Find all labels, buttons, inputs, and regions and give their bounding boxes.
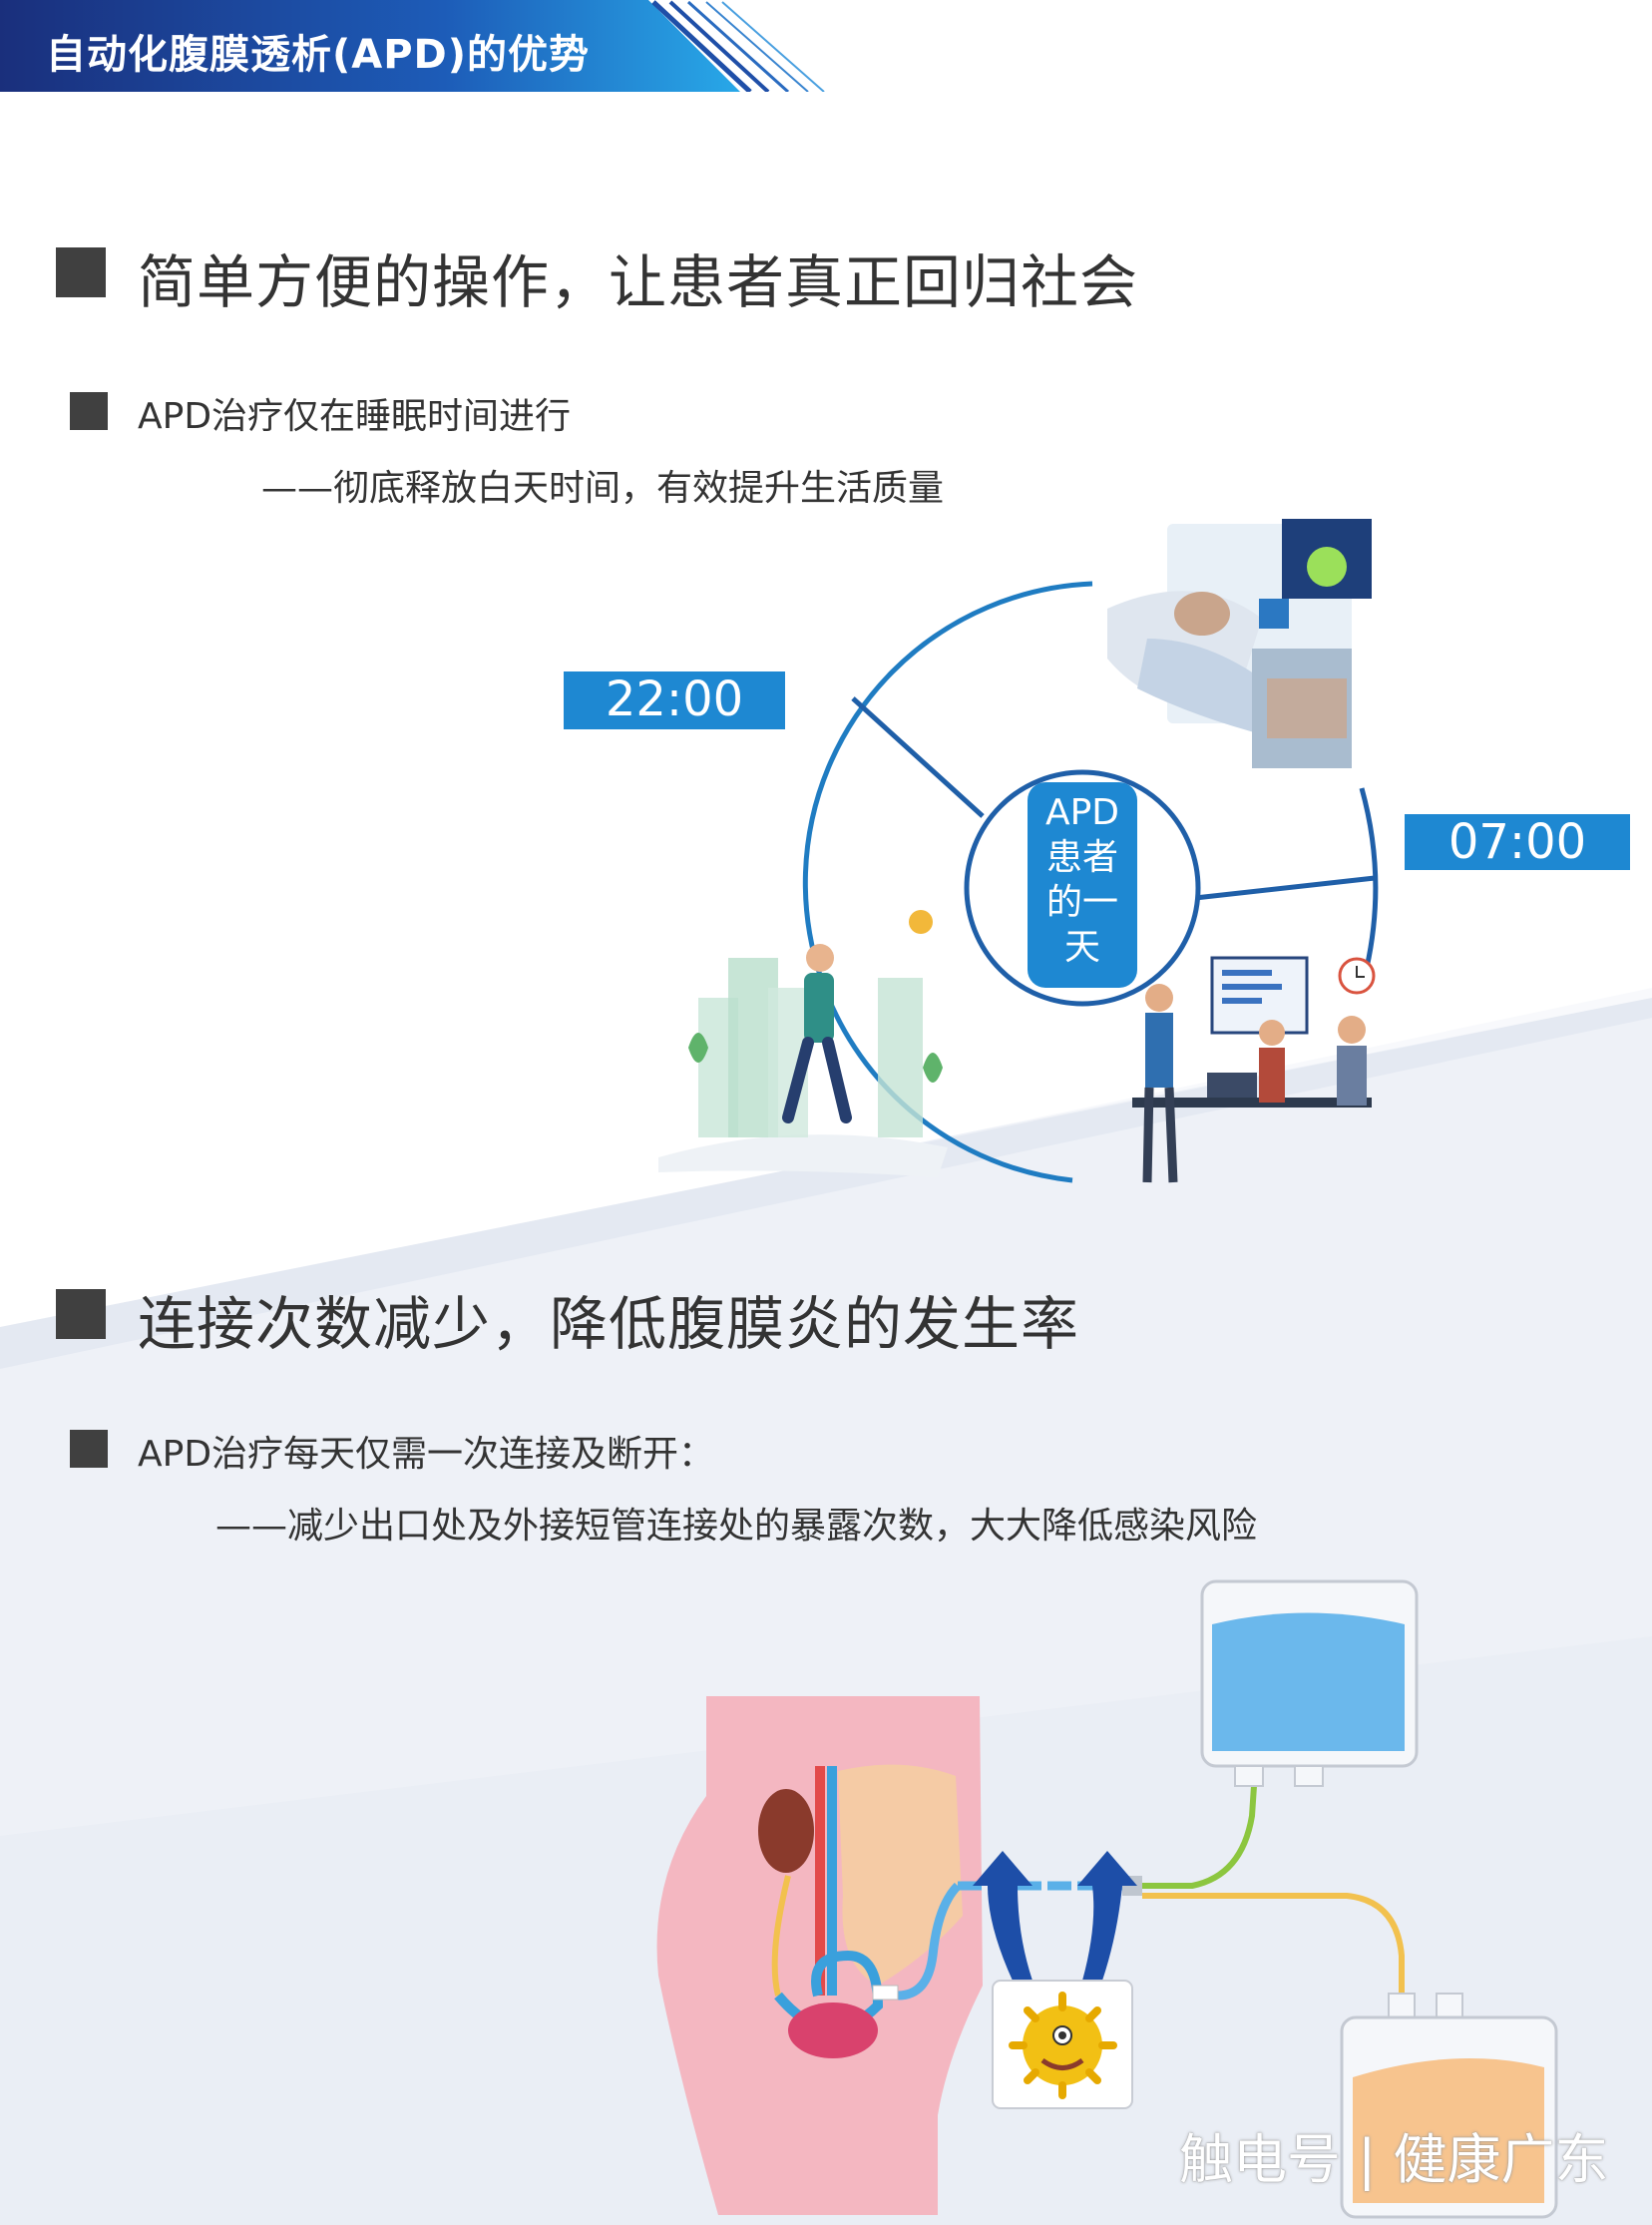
sleeping-patient-illustration bbox=[1107, 519, 1372, 768]
section1-detail: ——彻底释放白天时间，有效提升生活质量 bbox=[261, 468, 945, 509]
section2-detail: ——减少出口处及外接短管连接处的暴露次数，大大降低感染风险 bbox=[215, 1506, 1258, 1547]
walking-man-illustration bbox=[658, 910, 948, 1177]
time-end-label: 07:00 bbox=[1405, 814, 1630, 870]
apd-day-cycle-diagram bbox=[658, 519, 1379, 1183]
header-banner bbox=[0, 0, 825, 92]
header-title: 自动化腹膜透析(APD)的优势 bbox=[46, 32, 591, 78]
apd-day-label-line: 患者 bbox=[1045, 837, 1118, 878]
point-bullet-icon bbox=[70, 1430, 108, 1468]
section-bullet-icon bbox=[56, 1289, 106, 1339]
section2-heading: 连接次数减少，降低腹膜炎的发生率 bbox=[138, 1290, 1080, 1358]
point-bullet-icon bbox=[70, 392, 108, 430]
apd-day-label-line: APD bbox=[1044, 792, 1120, 833]
time-start-label: 22:00 bbox=[564, 671, 785, 729]
apd-day-label: APD 患者 的一 天 bbox=[1028, 790, 1137, 970]
apd-day-label-line: 天 bbox=[1063, 927, 1100, 968]
section-bullet-icon bbox=[56, 247, 106, 297]
apd-day-label-line: 的一 bbox=[1045, 882, 1118, 923]
section2-point: APD治疗每天仅需一次连接及断开： bbox=[138, 1434, 715, 1475]
office-meeting-illustration bbox=[1132, 956, 1376, 1183]
section1-heading: 简单方便的操作，让患者真正回归社会 bbox=[138, 248, 1139, 316]
watermark: 触电号 | 健康广东 bbox=[1179, 2128, 1609, 2191]
section1-point: APD治疗仅在睡眠时间进行 bbox=[138, 396, 572, 437]
dialysis-connection-diagram bbox=[656, 1579, 1558, 2219]
